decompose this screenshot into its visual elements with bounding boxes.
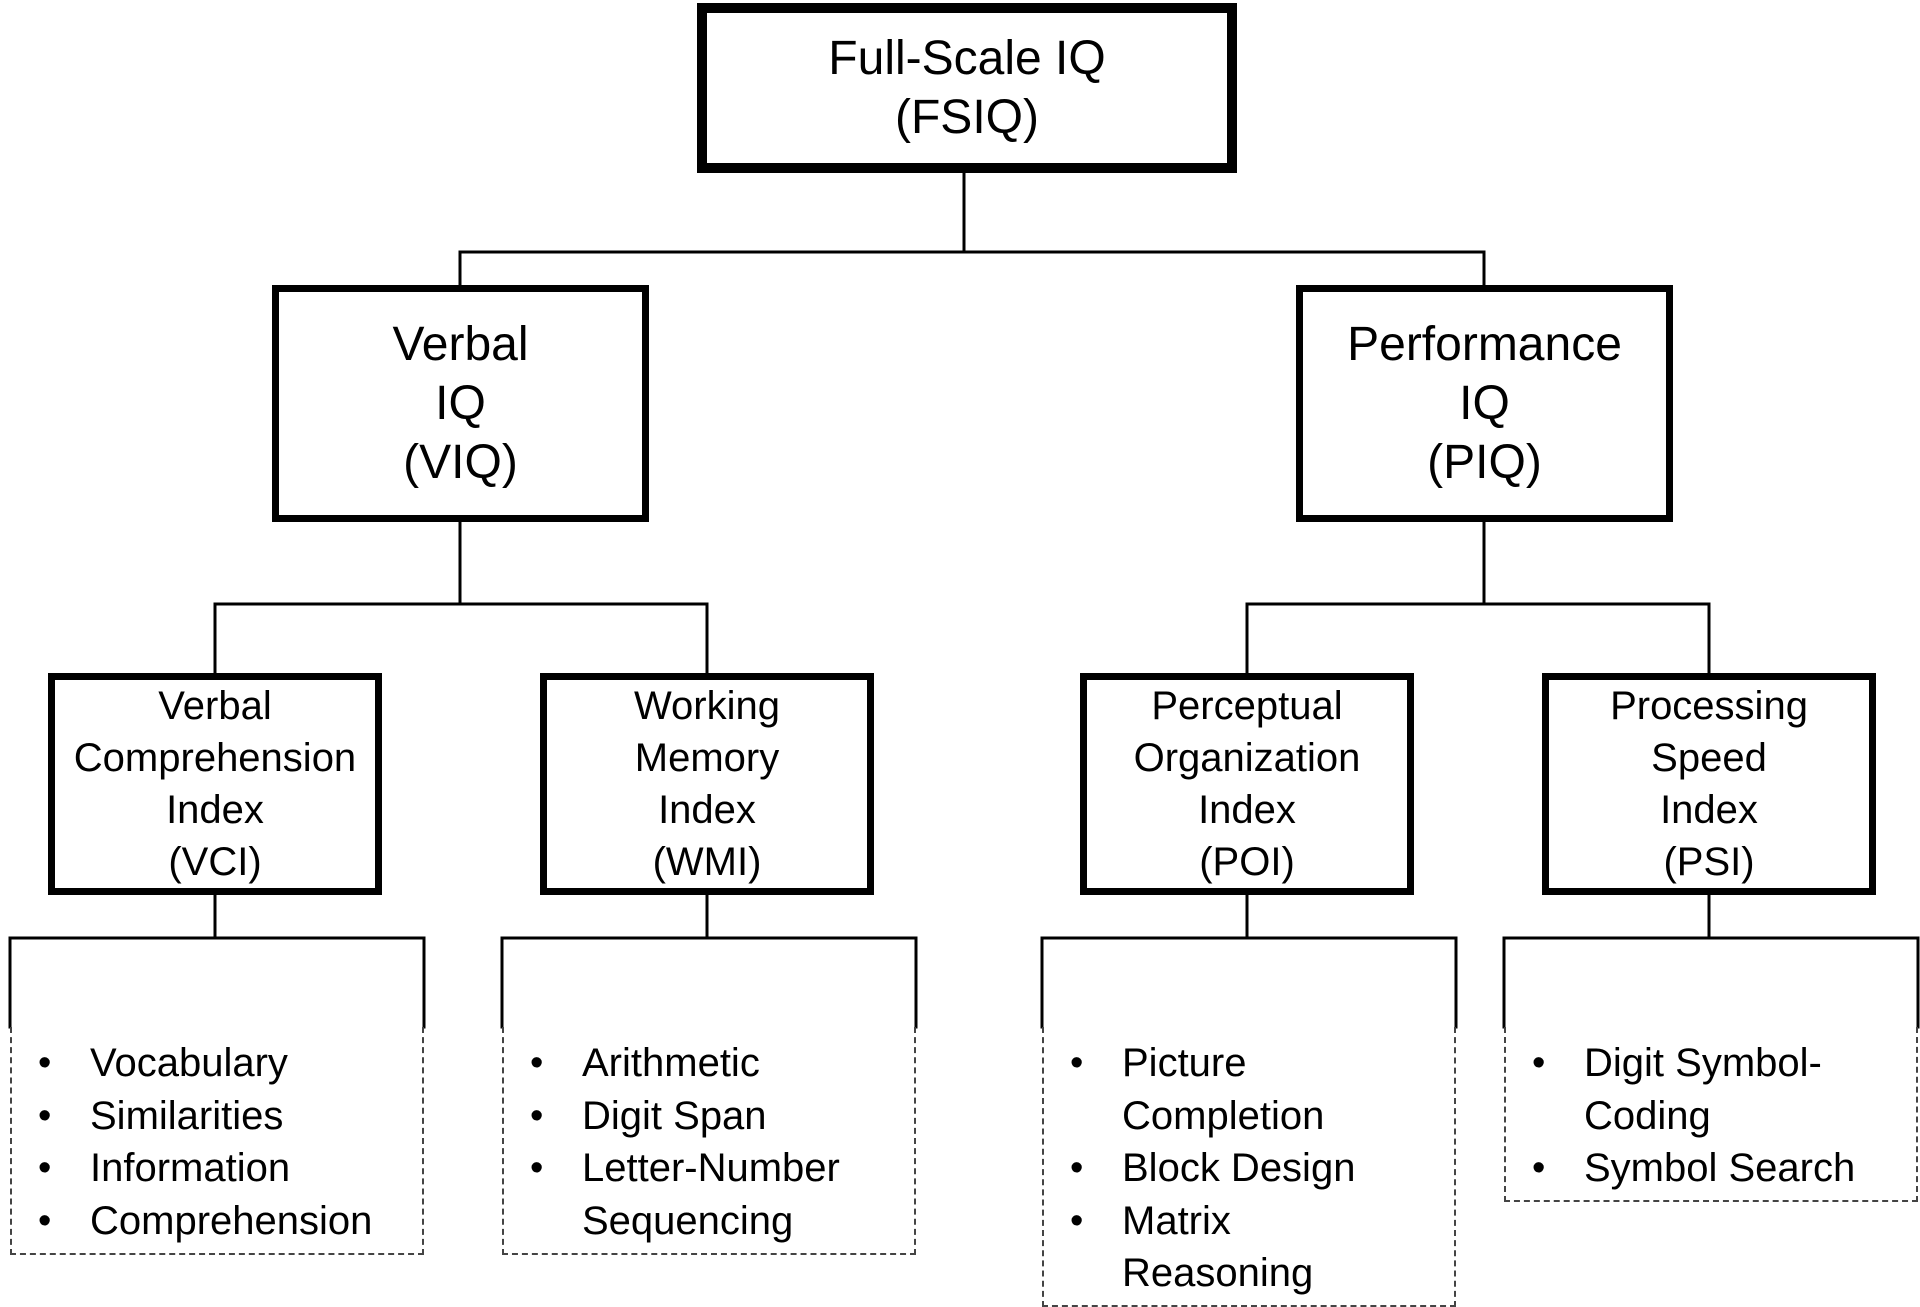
fsiq-line-1: Full-Scale IQ [828, 32, 1106, 85]
psi-line-4: (PSI) [1663, 840, 1755, 884]
subtest-vocabulary: Vocabulary [12, 1037, 422, 1090]
poi-line-1: Perceptual [1151, 684, 1343, 728]
fsiq-box: Full-Scale IQ (FSIQ) [697, 3, 1237, 173]
psi-box: Processing Speed Index (PSI) [1542, 673, 1876, 895]
wmi-subtest-list: Arithmetic Digit Span Letter-Number Sequ… [502, 1027, 916, 1255]
piq-line-2: IQ [1459, 377, 1510, 430]
subtest-similarities: Similarities [12, 1090, 422, 1143]
subtest-picture-completion: Picture Completion [1044, 1037, 1454, 1142]
vci-line-1: Verbal [158, 684, 272, 728]
fsiq-line-2: (FSIQ) [895, 91, 1039, 144]
piq-line-1: Performance [1347, 318, 1622, 371]
piq-box: Performance IQ (PIQ) [1296, 285, 1673, 522]
subtest-block-design: Block Design [1044, 1142, 1454, 1195]
vci-line-4: (VCI) [168, 840, 262, 884]
vci-box: Verbal Comprehension Index (VCI) [48, 673, 382, 895]
wmi-box: Working Memory Index (WMI) [540, 673, 874, 895]
psi-subtest-list: Digit Symbol- Coding Symbol Search [1504, 1027, 1918, 1202]
vci-line-2: Comprehension [73, 736, 357, 780]
viq-line-3: (VIQ) [403, 436, 518, 489]
subtest-information: Information [12, 1142, 422, 1195]
wmi-line-4: (WMI) [652, 840, 762, 884]
wmi-line-2: Memory [634, 736, 780, 780]
vci-subtest-list: Vocabulary Similarities Information Comp… [10, 1027, 424, 1255]
subtest-matrix-reasoning: Matrix Reasoning [1044, 1195, 1454, 1300]
subtest-digit-span: Digit Span [504, 1090, 914, 1143]
piq-line-3: (PIQ) [1427, 436, 1542, 489]
wmi-line-3: Index [658, 788, 756, 832]
psi-line-1: Processing [1610, 684, 1808, 728]
poi-line-4: (POI) [1199, 840, 1295, 884]
poi-line-3: Index [1198, 788, 1296, 832]
subtest-digit-symbol-coding: Digit Symbol- Coding [1506, 1037, 1916, 1142]
viq-box: Verbal IQ (VIQ) [272, 285, 649, 522]
viq-line-1: Verbal [392, 318, 529, 371]
poi-line-2: Organization [1133, 736, 1361, 780]
subtest-arithmetic: Arithmetic [504, 1037, 914, 1090]
poi-box: Perceptual Organization Index (POI) [1080, 673, 1414, 895]
psi-line-2: Speed [1651, 736, 1767, 780]
psi-line-3: Index [1660, 788, 1758, 832]
poi-subtest-list: Picture Completion Block Design Matrix R… [1042, 1027, 1456, 1307]
vci-line-3: Index [166, 788, 264, 832]
subtest-letter-number-sequencing: Letter-Number Sequencing [504, 1142, 914, 1247]
subtest-comprehension: Comprehension [12, 1195, 422, 1248]
wmi-line-1: Working [634, 684, 780, 728]
subtest-symbol-search: Symbol Search [1506, 1142, 1916, 1195]
viq-line-2: IQ [435, 377, 486, 430]
